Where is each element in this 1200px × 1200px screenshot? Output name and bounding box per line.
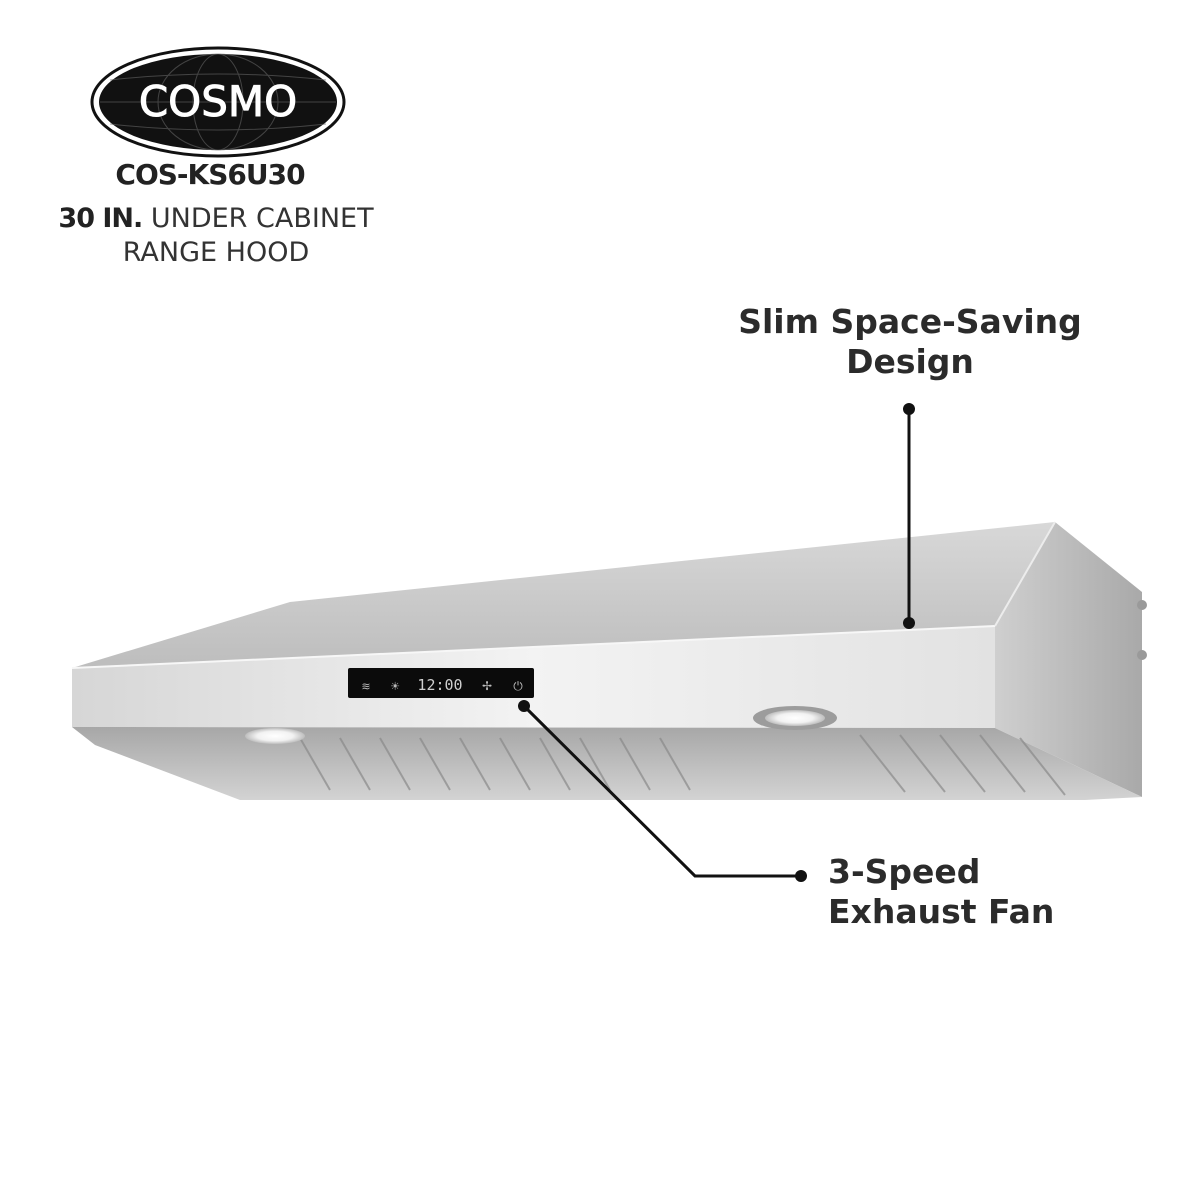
- control-panel: [348, 668, 534, 698]
- logo-text: COSMO: [139, 77, 297, 126]
- callout-fan-line: [518, 700, 807, 882]
- wifi-icon: ≋: [361, 680, 370, 693]
- hood-underside: [72, 727, 1142, 800]
- callout-design-line1: Slim Space-Saving: [738, 302, 1082, 341]
- callout-design-line2: Design: [846, 342, 974, 381]
- product-type-line1: 30 IN. UNDER CABINET: [0, 202, 432, 236]
- callout-fan-line2: Exhaust Fan: [828, 892, 1055, 931]
- display-time: 12:00: [417, 676, 462, 694]
- callout-design: Slim Space-Saving Design: [700, 302, 1120, 382]
- callout-design-line: [903, 403, 915, 629]
- product-type: 30 IN. UNDER CABINET RANGE HOOD: [0, 202, 432, 270]
- hood-top-surface: [72, 522, 1055, 668]
- type-line2: RANGE HOOD: [122, 237, 310, 268]
- model-number: COS-KS6U30: [115, 158, 305, 191]
- filter-slats: [299, 734, 1066, 796]
- callout-fan-line1: 3-Speed: [828, 852, 981, 891]
- size-label: 30 IN.: [58, 203, 143, 234]
- cosmo-logo: COSMO: [90, 46, 346, 158]
- fan-icon: ✢: [482, 679, 492, 693]
- hood-side-panel: [995, 522, 1142, 797]
- callout-fan: 3-Speed Exhaust Fan: [828, 852, 1148, 932]
- type-line1: UNDER CABINET: [142, 203, 374, 234]
- power-icon: ⏻: [513, 679, 523, 693]
- left-light: [245, 728, 305, 744]
- light-icon: ☀: [390, 680, 400, 693]
